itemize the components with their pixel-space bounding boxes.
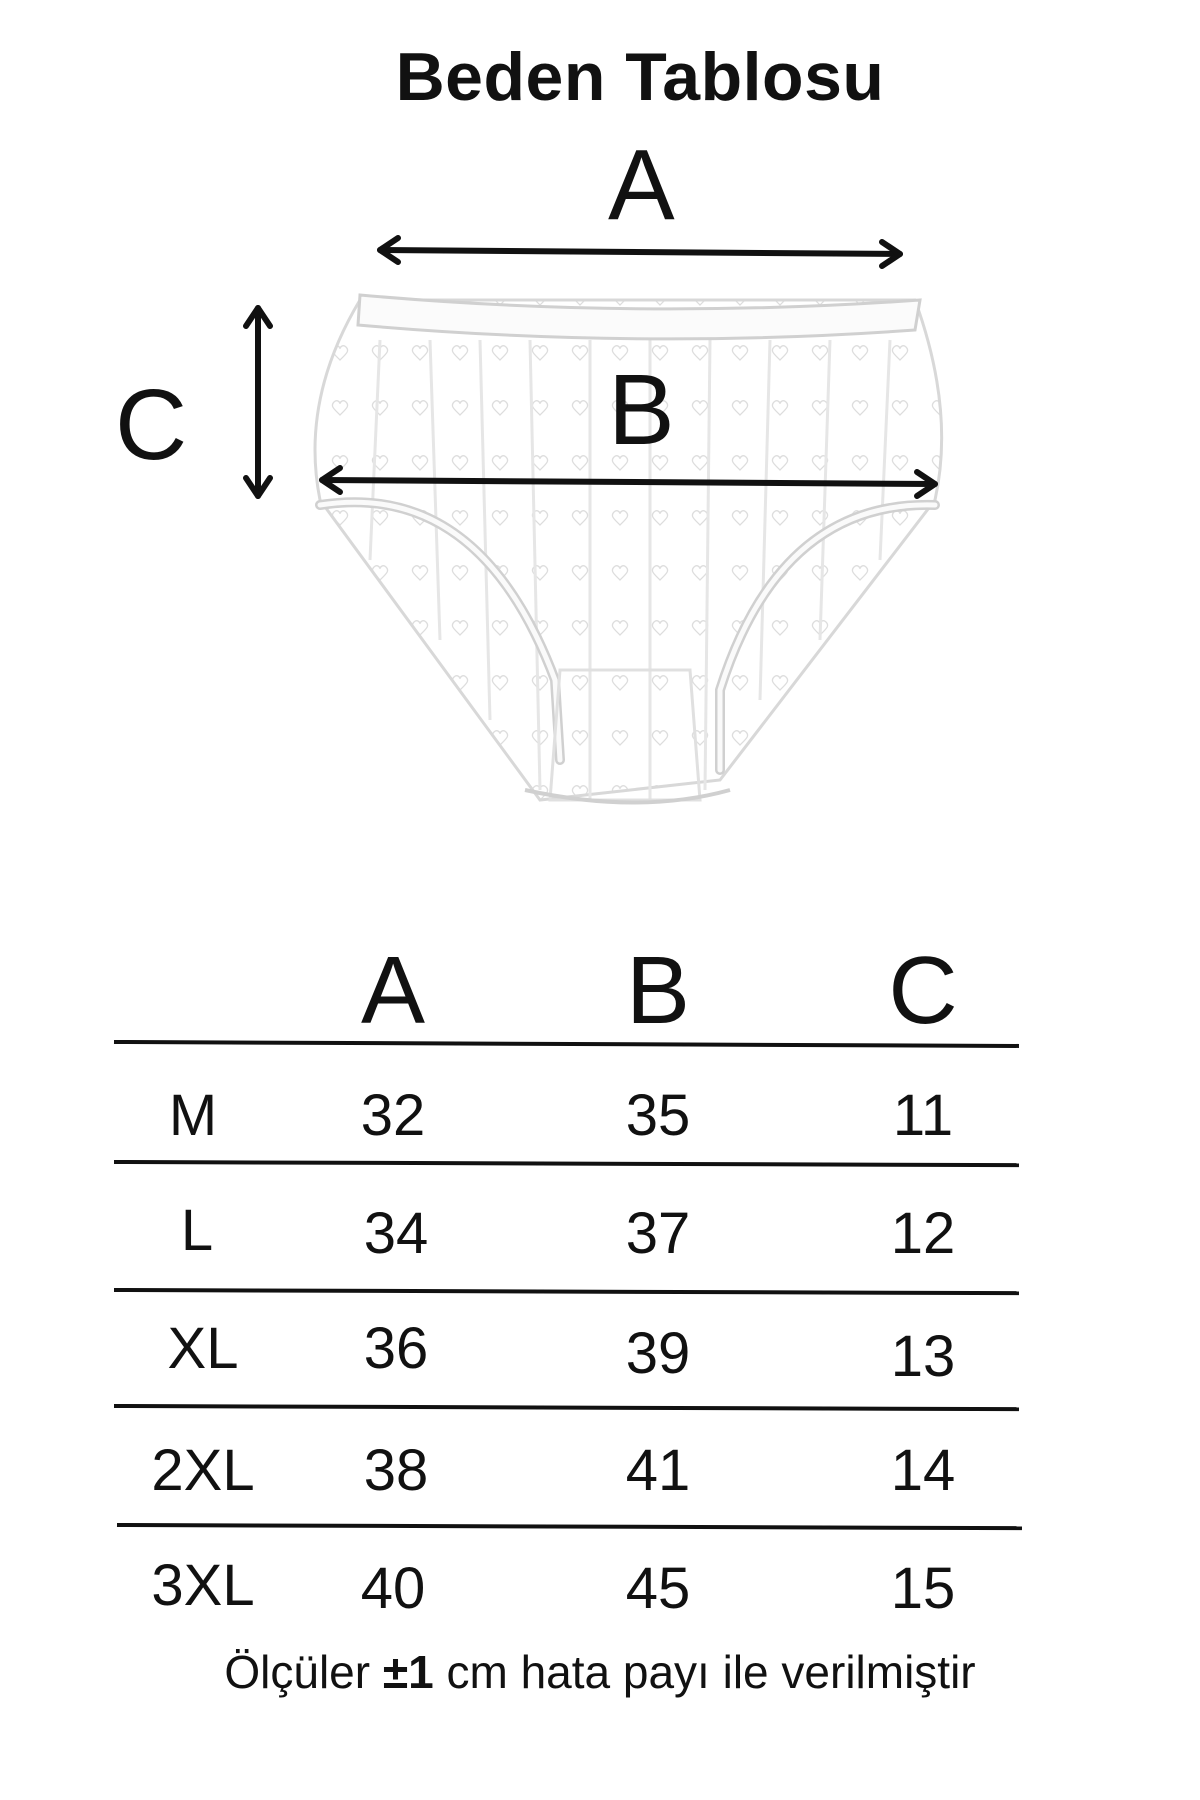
tolerance-note-suffix: cm hata payı ile verilmiştir [433, 1646, 976, 1698]
tolerance-note: Ölçüler ±1 cm hata payı ile verilmiştir [0, 1645, 1200, 1699]
value-a-cell: 40 [360, 1556, 426, 1621]
tolerance-value: ±1 [382, 1646, 434, 1698]
table-rule [113, 1404, 1019, 1412]
value-a-cell: 38 [363, 1438, 429, 1503]
value-b-cell: 35 [625, 1083, 691, 1148]
size-cell: 2XL [151, 1438, 255, 1503]
dimension-label-a: A [608, 129, 675, 241]
value-c-cell: 11 [892, 1083, 954, 1148]
size-cell: XL [167, 1316, 239, 1381]
size-cell: 3XL [151, 1553, 255, 1618]
briefs-outline-icon [243, 235, 944, 805]
column-header-c: C [888, 937, 958, 1044]
value-a-cell: 32 [360, 1083, 426, 1148]
tolerance-note-prefix: Ölçüler [224, 1646, 383, 1698]
table-rule [113, 1160, 1019, 1168]
value-c-cell: 12 [890, 1201, 956, 1266]
value-b-cell: 45 [625, 1556, 691, 1621]
dimension-label-b: B [608, 354, 675, 466]
value-c-cell: 13 [890, 1324, 956, 1389]
value-b-cell: 41 [625, 1438, 691, 1503]
value-c-cell: 15 [890, 1556, 956, 1621]
table-rule [113, 1040, 1019, 1048]
value-b-cell: 39 [625, 1321, 691, 1386]
value-a-cell: 34 [363, 1201, 429, 1266]
size-cell: L [180, 1198, 214, 1263]
column-header-a: A [360, 937, 426, 1044]
value-b-cell: 37 [625, 1201, 691, 1266]
page-title: Beden Tablosu [395, 39, 885, 115]
dimension-label-c: C [115, 369, 188, 481]
table-rule [116, 1523, 1022, 1531]
value-a-cell: 36 [363, 1316, 429, 1381]
value-c-cell: 14 [890, 1438, 956, 1503]
size-cell: M [168, 1083, 218, 1148]
column-header-b: B [625, 937, 691, 1044]
table-rule [113, 1288, 1019, 1296]
